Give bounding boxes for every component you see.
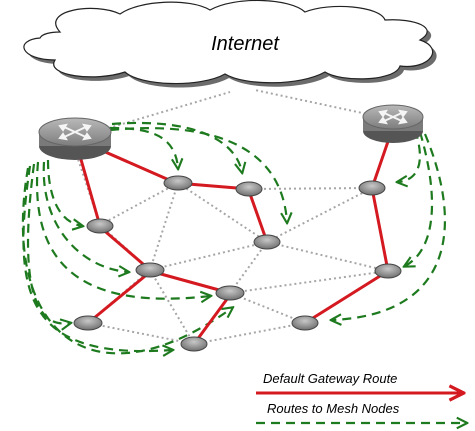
cloud-label: Internet — [211, 33, 280, 55]
legend-default-route-label: Default Gateway Route — [263, 371, 397, 386]
mesh-node — [235, 181, 263, 197]
mesh-routes — [21, 121, 446, 353]
mesh-node — [180, 336, 208, 352]
mesh-node — [135, 262, 165, 278]
mesh-nodes — [73, 175, 402, 352]
mesh-links — [74, 89, 396, 345]
gateway-router-right — [362, 104, 424, 143]
legend-mesh-routes-label: Routes to Mesh Nodes — [267, 401, 400, 416]
mesh-node — [253, 234, 281, 250]
mesh-node — [358, 180, 386, 196]
internet-cloud: Internet — [23, 0, 437, 88]
legend: Default Gateway Route Routes to Mesh Nod… — [256, 371, 466, 423]
gateway-router-left — [38, 117, 112, 160]
router-arrows-icon — [58, 123, 92, 141]
router-arrows-icon — [378, 109, 408, 125]
mesh-node — [374, 263, 402, 279]
mesh-node — [86, 218, 114, 234]
default-gateway-routes — [76, 124, 394, 345]
mesh-node — [291, 315, 319, 331]
mesh-node — [163, 175, 193, 191]
mesh-node — [73, 315, 103, 331]
mesh-node — [215, 285, 245, 301]
